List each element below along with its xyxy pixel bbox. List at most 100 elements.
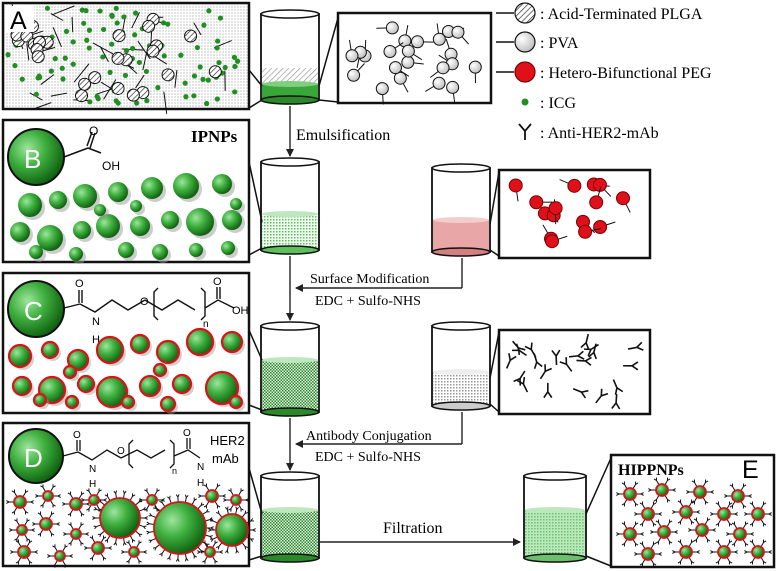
pva-bead [436, 61, 450, 75]
antibody-arm [144, 516, 148, 519]
antibody-arm [614, 387, 618, 395]
plga-bead [75, 89, 89, 103]
antibody-arm [585, 356, 592, 362]
panel-b-label: B [24, 144, 41, 174]
particle-core [54, 550, 66, 562]
panel-c-label: C [24, 296, 43, 326]
icg-dot [222, 64, 228, 71]
particle-core [679, 505, 693, 519]
antibody-arm [113, 490, 117, 494]
antibody-arm [745, 543, 749, 546]
antibody-arm [710, 551, 714, 554]
antibody-arm [123, 542, 127, 546]
beaker-3 [260, 321, 320, 417]
antibody-arm [658, 552, 662, 555]
amide-n-c: N [92, 316, 100, 328]
icg-dot [83, 8, 89, 14]
antibody-arm [217, 546, 220, 550]
particle-core [69, 497, 83, 511]
ipnp-particle [186, 208, 214, 236]
antibody-arm [138, 560, 142, 563]
amide-o-d2: O [183, 428, 191, 439]
icg-dot [52, 56, 58, 62]
antibody-arm [210, 538, 214, 542]
antibody-arm [650, 531, 654, 534]
particle-core [751, 545, 765, 559]
antibody-arm [126, 541, 130, 544]
antibody-arm [750, 532, 754, 535]
icg-dot [109, 41, 115, 47]
plga-bead [112, 29, 126, 43]
hippnp-particle [650, 519, 678, 545]
antibody-arm [40, 485, 44, 488]
antibody-arm [536, 361, 543, 368]
antibody-arm [47, 555, 51, 558]
icg-dot [130, 45, 136, 52]
panel-e-label: E [742, 456, 759, 484]
antibody-arm [177, 558, 180, 562]
antibody-arm [244, 510, 247, 514]
hippnp-particle [616, 521, 644, 547]
plga-bead [111, 51, 125, 65]
antibody-stem [612, 379, 618, 389]
pva-bead [345, 49, 359, 63]
antibody-arm [10, 551, 14, 554]
hippnp-particle [10, 539, 38, 565]
icg-dot [86, 45, 92, 51]
ipnp-particle [189, 243, 203, 257]
panel-a-label-bg [6, 6, 34, 32]
legend-plga-label: : Acid-Terminated PLGA [540, 6, 703, 23]
icg-dot [214, 96, 220, 102]
plga-bead [31, 50, 45, 64]
antibody-arm [215, 511, 220, 515]
particle-core [695, 523, 709, 537]
polymer-chain [100, 46, 109, 62]
particle-core [42, 490, 54, 502]
particle-core [39, 517, 53, 531]
legend-plga: : Acid-Terminated PLGA [496, 2, 703, 24]
antibody-arm [108, 546, 112, 549]
antibody-stem [519, 370, 526, 380]
antibody-arm [616, 387, 624, 393]
hippnp-particle [726, 521, 754, 547]
antibody-arm [688, 529, 692, 532]
antibody-arm [724, 495, 728, 498]
icg-dot [33, 91, 39, 97]
antibody [539, 364, 553, 380]
pva-bead [388, 61, 402, 75]
antibody-arm [587, 349, 592, 357]
antibody-arm [56, 522, 60, 525]
panel-c-particles [7, 327, 245, 414]
panel-b: B O OH IPNPs [1, 118, 251, 264]
antibody-arm [631, 361, 639, 367]
antibody-arm [696, 510, 700, 513]
hippnp-particle [672, 499, 700, 525]
icg-dot [155, 85, 161, 91]
antibody-arm [62, 503, 66, 506]
particle-core [679, 545, 693, 559]
antibody-arm [653, 478, 657, 481]
particle-core [693, 485, 707, 499]
antibody-molecules [505, 333, 644, 410]
icg-dot [215, 38, 221, 44]
antibody-arm [152, 507, 157, 509]
particle-core [655, 483, 669, 497]
peg-particle [129, 333, 151, 355]
icg-dot [132, 32, 138, 38]
icg-dot [191, 93, 197, 99]
polymer-chain [35, 102, 52, 109]
antibody-arm [705, 501, 709, 504]
icg-dot [100, 26, 107, 33]
antibody-arm [94, 526, 97, 530]
icg-dot [136, 59, 142, 66]
antibody-arm [209, 535, 213, 537]
antibody-arm [691, 521, 695, 524]
antibody-arm [530, 342, 533, 350]
antibody-stem [572, 388, 582, 393]
antibody-arm [103, 557, 107, 560]
peg-particle [171, 373, 193, 395]
icg-dot [81, 20, 87, 26]
hippnp-particle [724, 483, 752, 509]
ipnp-particle [173, 173, 199, 199]
polymer-chain [92, 42, 114, 55]
